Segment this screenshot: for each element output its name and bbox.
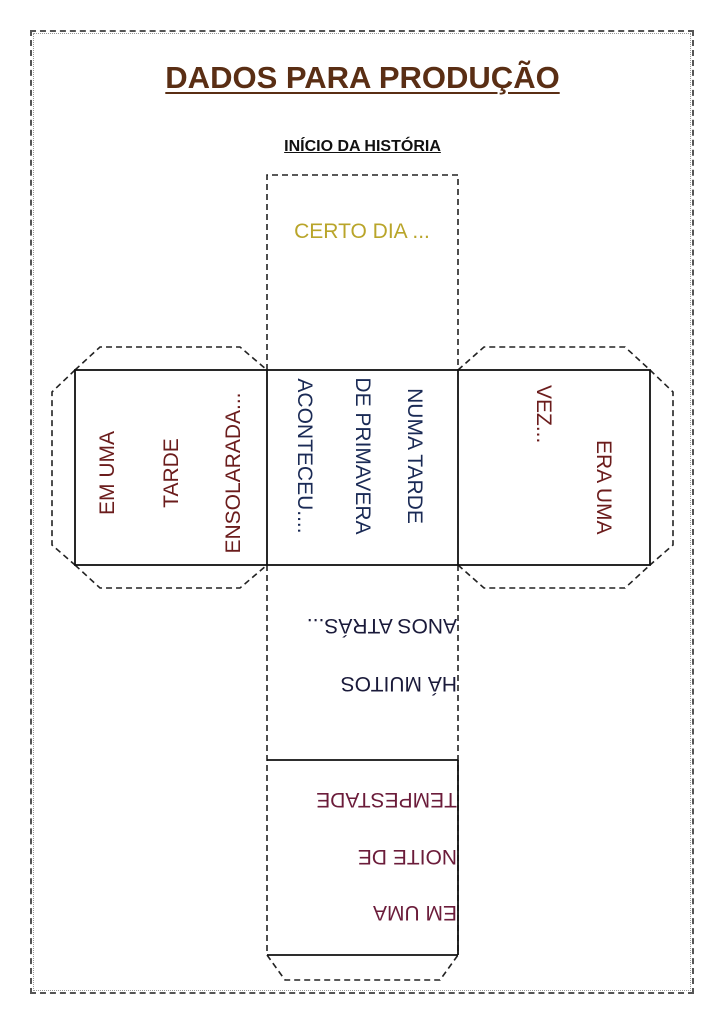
left-face-line-3: ENSOLARADA... — [222, 392, 245, 553]
bottom-face-line-1: EM UMA — [373, 901, 457, 924]
bottom-face-line-3: TEMPESTADE — [316, 788, 457, 811]
center-face-line-3: ACONTECEU.... — [293, 378, 316, 533]
left-face-line-2: TARDE — [160, 438, 183, 508]
lower-face-line-2: ANOS ATRÁS... — [307, 614, 457, 637]
right-face: ERA UMA VEZ... — [532, 385, 615, 535]
lower-face: HÁ MUITOS ANOS ATRÁS... — [307, 614, 457, 695]
section-subtitle: INÍCIO DA HISTÓRIA — [284, 138, 441, 155]
right-face-line-2: VEZ... — [532, 385, 555, 443]
top-face-text: CERTO DIA ... — [294, 220, 430, 243]
page-border — [30, 30, 694, 994]
page-title: DADOS PARA PRODUÇÃO — [165, 60, 560, 95]
center-face-line-2: DE PRIMAVERA — [351, 377, 374, 534]
center-face: NUMA TARDE DE PRIMAVERA ACONTECEU.... — [293, 377, 426, 534]
center-face-line-1: NUMA TARDE — [403, 388, 426, 524]
left-face: EM UMA TARDE ENSOLARADA... — [96, 392, 245, 553]
face-outlines — [74, 369, 651, 956]
bottom-face-line-2: NOITE DE — [358, 845, 457, 868]
left-face-line-1: EM UMA — [96, 431, 119, 515]
lower-face-line-1: HÁ MUITOS — [341, 672, 457, 695]
page-border-inner — [33, 33, 691, 991]
bottom-face: EM UMA NOITE DE TEMPESTADE — [316, 788, 457, 924]
right-face-line-1: ERA UMA — [592, 440, 615, 535]
